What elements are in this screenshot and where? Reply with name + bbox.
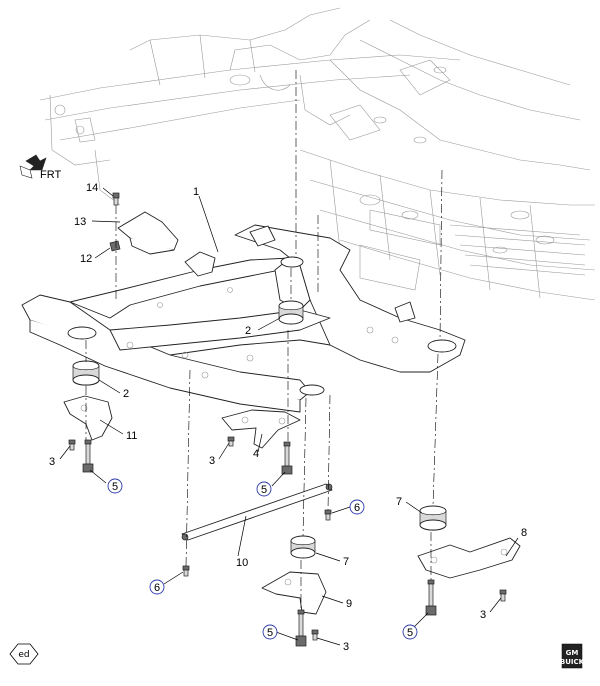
front-arrow-label: FRT bbox=[40, 169, 61, 181]
callout-2-left: 2 bbox=[123, 388, 129, 400]
bolt-5-center bbox=[281, 441, 293, 475]
vehicle-body-ghost bbox=[39, 7, 596, 301]
svg-text:6: 6 bbox=[154, 582, 160, 594]
bolt-5-lower-center bbox=[295, 609, 307, 647]
bushing-2-left bbox=[72, 360, 100, 386]
circled-callout-6-lower: 6 bbox=[149, 579, 165, 595]
callout-12: 12 bbox=[80, 253, 92, 265]
callout-7-center: 7 bbox=[343, 556, 349, 568]
brace-10 bbox=[181, 483, 333, 541]
bracket-9 bbox=[261, 571, 327, 615]
bracket-11 bbox=[63, 395, 113, 441]
leader-lines bbox=[59, 187, 519, 646]
svg-text:ed: ed bbox=[18, 650, 29, 660]
callout-9: 9 bbox=[346, 598, 352, 610]
bolt-3-right bbox=[499, 589, 507, 602]
callout-3-center: 3 bbox=[209, 455, 215, 467]
bolt-3-center bbox=[227, 436, 235, 447]
svg-text:5: 5 bbox=[407, 627, 413, 639]
callout-8: 8 bbox=[521, 527, 527, 539]
callout-3-right: 3 bbox=[480, 609, 486, 621]
front-subframe bbox=[21, 224, 466, 413]
circled-callout-5-lower-center: 5 bbox=[262, 624, 278, 640]
bolt-5-left bbox=[82, 439, 94, 473]
bolt-3-lower-center bbox=[311, 629, 319, 641]
circled-callout-5-right: 5 bbox=[402, 624, 418, 640]
alignment-axes bbox=[85, 70, 443, 610]
circled-callout-5-left: 5 bbox=[107, 478, 123, 494]
front-arrow-icon bbox=[19, 154, 47, 179]
svg-text:5: 5 bbox=[261, 484, 267, 496]
bushing-7-right bbox=[419, 505, 447, 531]
gm-buick-badge: GM BUICK bbox=[560, 643, 585, 669]
bracket-4 bbox=[221, 409, 301, 449]
svg-text:5: 5 bbox=[267, 627, 273, 639]
svg-text:5: 5 bbox=[112, 481, 118, 493]
bolt-6-upper bbox=[324, 509, 332, 521]
circled-callout-5-center: 5 bbox=[256, 481, 272, 497]
bracket-13 bbox=[117, 211, 179, 255]
callout-7-right: 7 bbox=[396, 496, 402, 508]
svg-text:BUICK: BUICK bbox=[560, 658, 585, 666]
bracket-8 bbox=[417, 537, 521, 579]
callout-1: 1 bbox=[193, 186, 199, 198]
callout-labels: 1 14 13 12 2 2 11 3 3 4 10 7 7 8 9 3 3 bbox=[49, 182, 527, 653]
front-direction-indicator: FRT bbox=[19, 154, 61, 181]
bolt-6-lower bbox=[182, 565, 190, 577]
svg-text:6: 6 bbox=[354, 502, 360, 514]
nut-12 bbox=[109, 240, 121, 252]
circled-callout-6-upper: 6 bbox=[349, 499, 365, 515]
callout-4: 4 bbox=[253, 448, 259, 460]
callout-3-lower-center: 3 bbox=[343, 641, 349, 653]
callout-2-center: 2 bbox=[245, 325, 251, 337]
circled-callouts: 5 5 6 6 5 5 bbox=[107, 478, 418, 640]
callout-11: 11 bbox=[126, 430, 137, 442]
ed-seal: ed bbox=[9, 643, 39, 665]
callout-3-left: 3 bbox=[49, 456, 55, 468]
bolt-3-left bbox=[68, 439, 76, 451]
callout-14: 14 bbox=[86, 182, 98, 194]
bolt-14 bbox=[112, 192, 120, 206]
bushing-2-center bbox=[278, 300, 304, 325]
callout-13: 13 bbox=[74, 216, 86, 228]
bushing-7-center bbox=[290, 535, 316, 559]
bolt-5-right bbox=[425, 579, 437, 616]
svg-text:GM: GM bbox=[566, 649, 579, 657]
callout-10: 10 bbox=[236, 557, 248, 569]
